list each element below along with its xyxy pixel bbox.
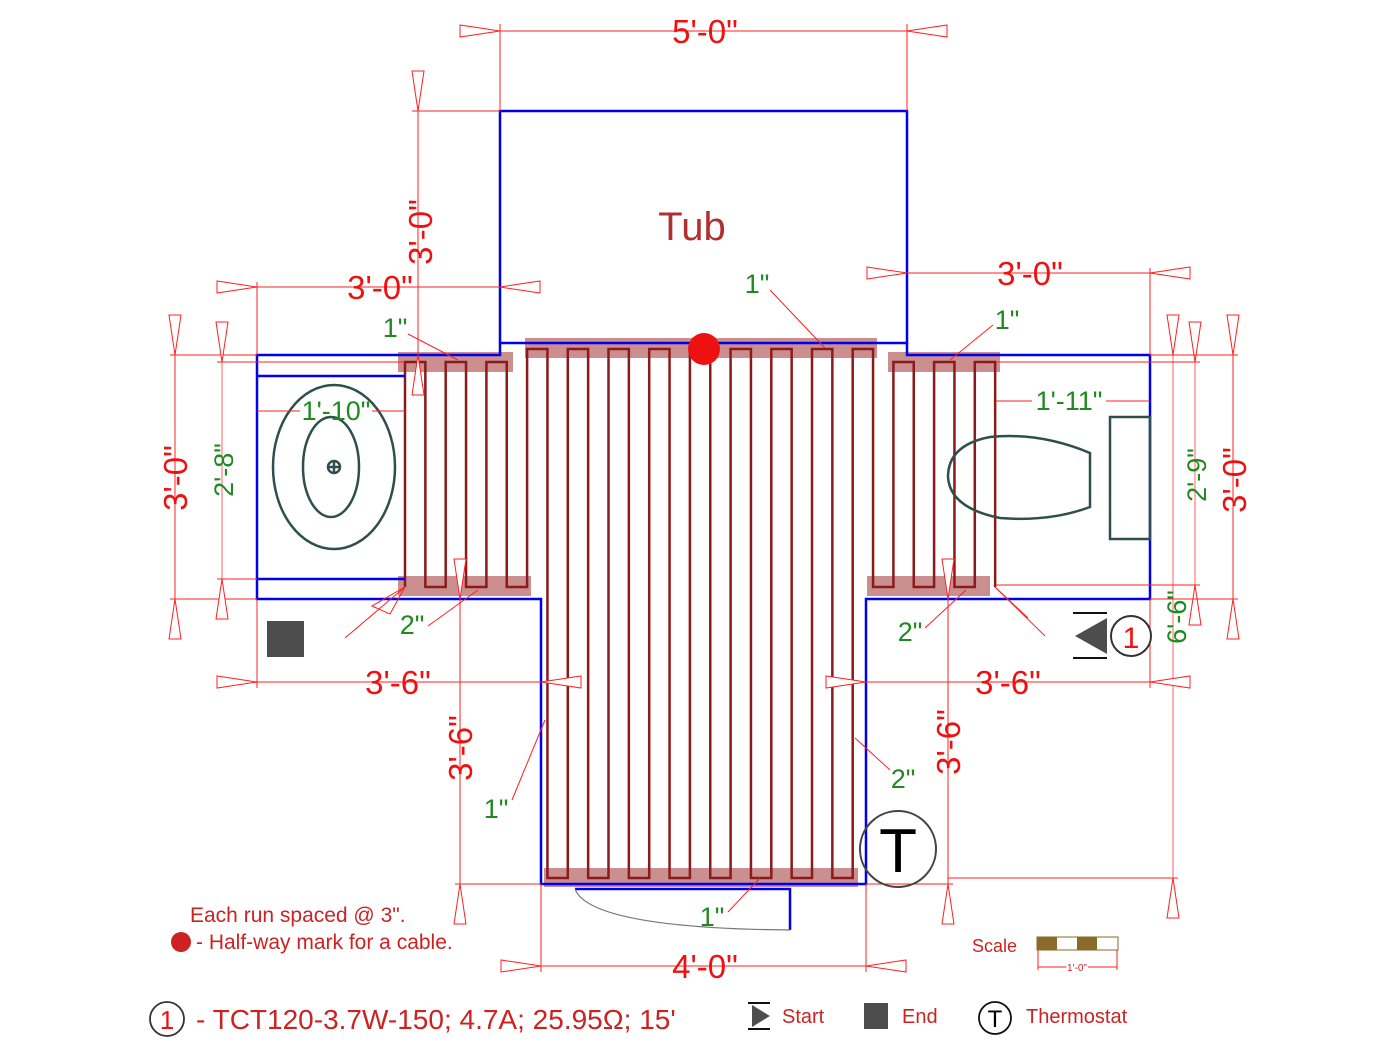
halfway-legend-icon (171, 932, 191, 952)
legend: 1 - TCT120-3.7W-150; 4.7A; 25.95Ω; 15' S… (149, 1001, 1128, 1037)
toilet (946, 415, 1152, 541)
clearance-left-lower-side: 1" (484, 794, 509, 824)
sink (271, 383, 397, 551)
scale-label: Scale (972, 936, 1017, 956)
legend-end-label: End (902, 1006, 938, 1028)
room-outline (255, 343, 1152, 886)
dim-left-wing-depth: 3'-0" (157, 445, 194, 511)
cable-start-icon (1073, 612, 1107, 659)
dim-right-lower-depth: 3'-6" (930, 709, 967, 775)
legend-cable-circle (149, 1001, 185, 1037)
clearance-left-top: 1" (383, 313, 408, 343)
cable-number: 1 (1123, 622, 1140, 655)
door-swing (574, 888, 791, 931)
thermostat-icon (859, 810, 937, 888)
clearance-labels: 1" 1" 1" 2" 2" 1" 2" 1" (383, 269, 1020, 932)
dim-right-wing-width: 3'-0" (997, 255, 1063, 292)
dim-total-right-depth: 6'-6" (1162, 590, 1192, 644)
scale-bar (1036, 936, 1119, 970)
dim-top-width: 5'-0" (672, 13, 738, 50)
dim-toilet-offset: 1'-11" (1036, 386, 1103, 416)
cable-number-circle (1110, 615, 1152, 657)
cable-end-icon (267, 621, 304, 657)
clearance-left-bottom: 2" (400, 610, 425, 640)
dim-sink-offset: 1'-10" (302, 396, 371, 426)
dim-left-wing-width: 3'-0" (347, 269, 413, 306)
legend-thermostat-label: Thermostat (1026, 1006, 1128, 1028)
clearance-right-top: 1" (995, 305, 1020, 335)
dim-left-lower-depth: 3'-6" (442, 715, 479, 781)
clearance-tub-edge: 1" (745, 269, 770, 299)
clearance-right-lower-side: 2" (891, 764, 916, 794)
tub-label: Tub (658, 205, 725, 249)
legend-start-icon (748, 1002, 770, 1030)
legend-cable-spec: - TCT120-3.7W-150; 4.7A; 25.95Ω; 15' (196, 1004, 676, 1035)
halfway-mark-icon (688, 333, 720, 365)
dim-bottom-width: 4'-0" (672, 948, 738, 985)
clearance-right-bottom: 2" (898, 617, 923, 647)
dimension-labels: 5'-0" 3'-0" 3'-0" 3'-0" 3'-0" 2'-8" 1'-1… (157, 13, 1253, 985)
door (575, 887, 792, 930)
legend-cable-number: 1 (160, 1005, 174, 1035)
dim-left-lower-width: 3'-6" (365, 664, 431, 701)
vanity-outline (257, 374, 405, 581)
dim-tub-depth: 3'-0" (402, 199, 439, 265)
thermostat-symbol: T (879, 817, 917, 886)
toilet-tank (1108, 415, 1152, 541)
note-spacing: Each run spaced @ 3". (190, 904, 406, 927)
clearance-door-edge: 1" (700, 902, 725, 932)
legend-end-icon (864, 1003, 888, 1029)
dim-right-inner-depth: 2'-9" (1182, 448, 1212, 502)
dimension-lines (168, 24, 1240, 973)
dim-right-lower-width: 3'-6" (975, 664, 1041, 701)
legend-start-label: Start (782, 1006, 825, 1028)
dim-left-inner-depth: 2'-8" (209, 443, 239, 497)
note-halfway: - Half-way mark for a cable. (196, 931, 453, 954)
legend-thermostat-symbol: T (988, 1006, 1003, 1033)
mat-center-bottom (544, 868, 858, 887)
dim-right-wing-depth: 3'-0" (1216, 447, 1253, 513)
legend-thermostat-icon (978, 1001, 1012, 1035)
scale-unit: 1'-0" (1067, 963, 1087, 974)
